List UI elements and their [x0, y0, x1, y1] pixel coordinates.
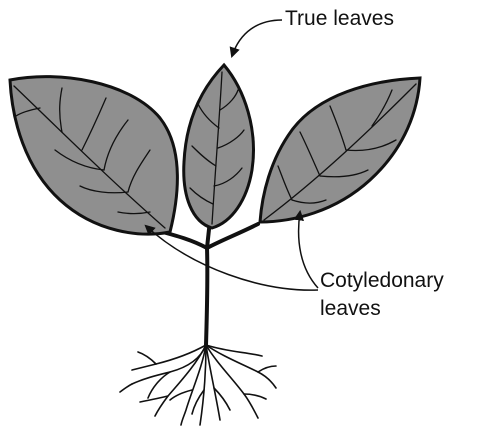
true-leaves-arrow	[232, 20, 282, 56]
cotyledonary-label-line1: Cotyledonary	[320, 270, 444, 292]
roots	[120, 345, 276, 425]
right-cotyledon-leaf	[260, 78, 420, 222]
true-leaves-label: True leaves	[285, 8, 394, 30]
true-leaf	[184, 65, 254, 228]
stem	[155, 220, 258, 345]
left-cotyledon-leaf	[10, 77, 177, 234]
cotyledon-right-arrow	[299, 212, 318, 288]
cotyledonary-label-line2: leaves	[320, 298, 381, 320]
